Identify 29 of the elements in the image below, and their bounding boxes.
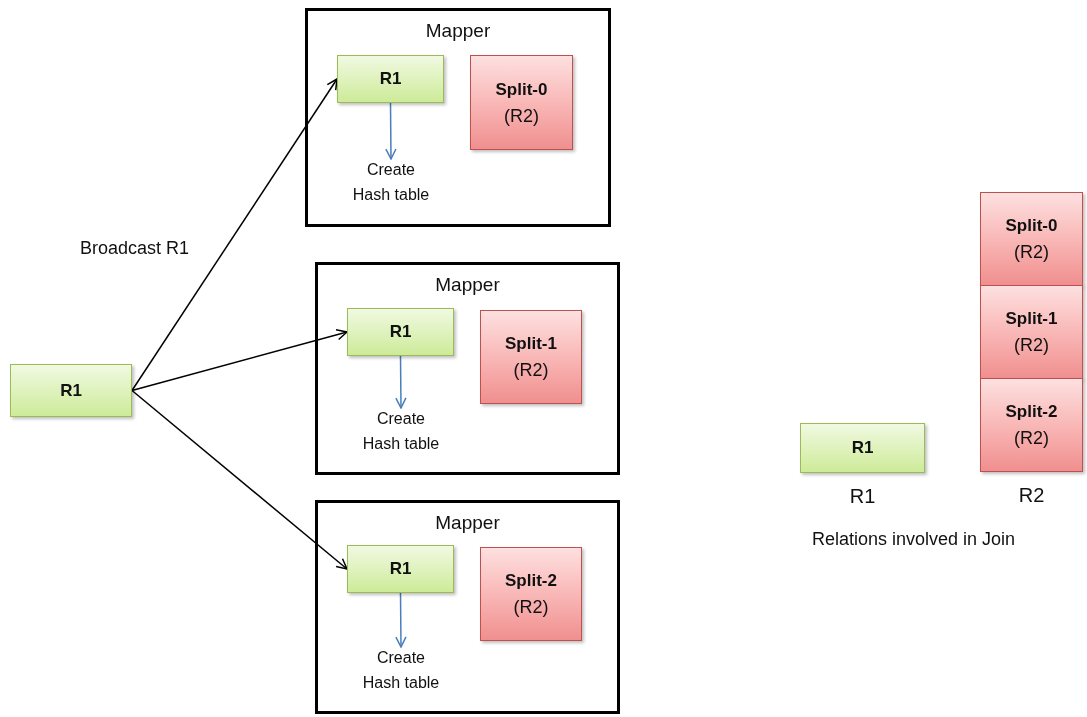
caption: Relations involved in Join: [812, 528, 1016, 551]
mapper-frame: [305, 8, 611, 227]
relation-box: R1: [337, 55, 444, 103]
mapper-title: Mapper: [424, 19, 492, 43]
split-box: Split-1 (R2): [980, 285, 1083, 379]
relation-box: R1: [10, 364, 132, 417]
relation-box: R1: [347, 545, 454, 593]
arrow: [131, 389, 348, 570]
arrow: [131, 78, 338, 392]
split-box: Split-0 (R2): [980, 192, 1083, 286]
mapper-title: Mapper: [434, 273, 501, 297]
relation-box: R1: [347, 308, 454, 356]
step-text: Create Hash table: [348, 157, 434, 207]
split-box: Split-2 (R2): [480, 547, 582, 641]
mapper-frame: [315, 262, 620, 475]
step-text: Create Hash table: [358, 645, 444, 695]
arrow: [385, 102, 397, 160]
arrow: [395, 592, 407, 648]
arrow: [395, 355, 407, 409]
split-box: Split-2 (R2): [980, 378, 1083, 472]
split-box: Split-0 (R2): [470, 55, 573, 150]
relation-box: R1: [800, 423, 925, 473]
arrow: [131, 329, 348, 392]
split-box: Split-1 (R2): [480, 310, 582, 404]
relation-caption: R2: [1017, 483, 1046, 508]
mapper-title: Mapper: [434, 511, 501, 535]
relation-caption: R1: [848, 484, 877, 509]
step-text: Create Hash table: [358, 406, 444, 456]
mapper-frame: [315, 500, 620, 714]
